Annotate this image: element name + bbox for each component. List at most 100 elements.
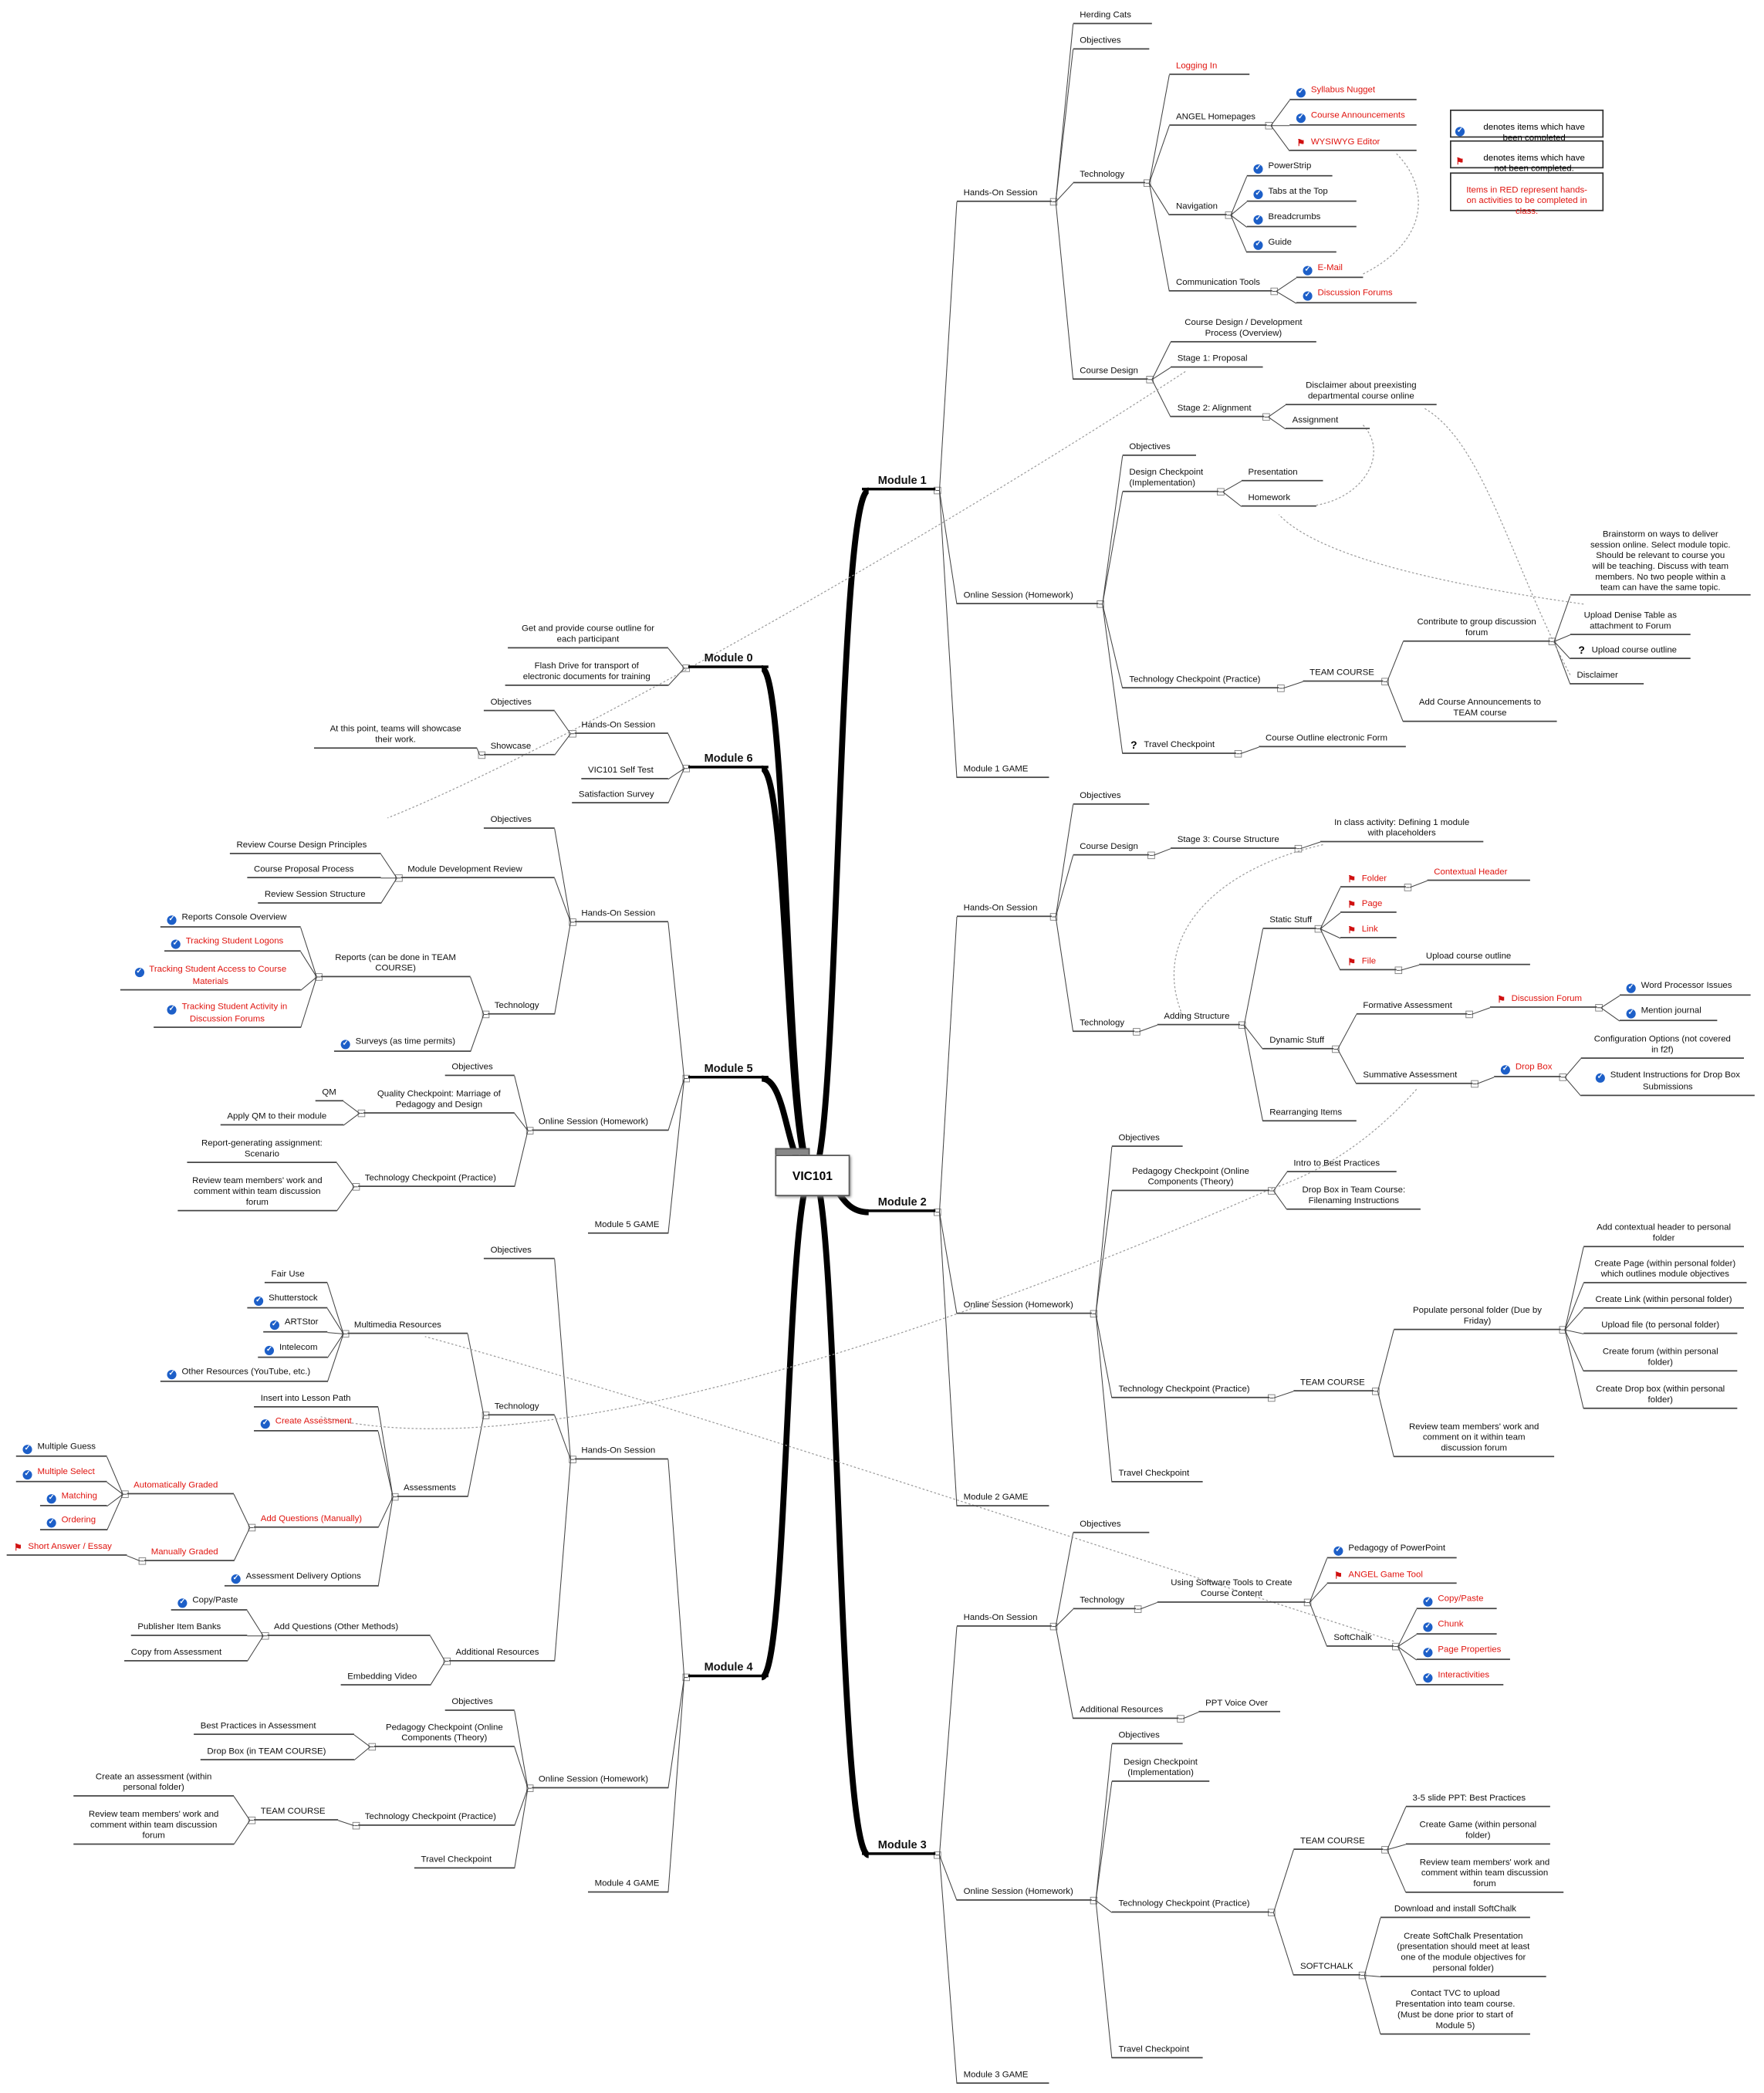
topic-contribute-to-group-discussion-forum[interactable]: Contribute to group discussion forum	[1403, 617, 1550, 642]
topic-at-this-point-teams-will-showcase-their-[interactable]: At this point, teams will showcase their…	[313, 725, 478, 749]
topic-contextual-header[interactable]: Contextual Header	[1427, 867, 1530, 881]
topic-create-link-within-personal-folder[interactable]: Create Link (within personal folder)	[1583, 1295, 1744, 1309]
topic-herding-cats[interactable]: Herding Cats	[1073, 11, 1152, 25]
topic-hands-on-session[interactable]: Hands-On Session	[956, 1613, 1052, 1627]
topic-satisfaction-survey[interactable]: Satisfaction Survey	[572, 790, 668, 803]
topic-technology-checkpoint-practice[interactable]: Technology Checkpoint (Practice)	[1111, 1385, 1270, 1398]
topic-team-course[interactable]: TEAM COURSE	[1293, 1378, 1374, 1391]
topic-objectives[interactable]: Objectives	[1073, 1520, 1150, 1533]
topic-course-outline-electronic-form[interactable]: Course Outline electronic Form	[1259, 734, 1406, 748]
topic-travel-checkpoint[interactable]: ?Travel Checkpoint	[1122, 740, 1236, 754]
topic-apply-qm-to-their-module[interactable]: Apply QM to their module	[220, 1112, 344, 1126]
central-topic[interactable]: VIC101	[775, 1155, 850, 1196]
topic-using-software-tools-to-create-course-co[interactable]: Using Software Tools to Create Course Co…	[1157, 1579, 1306, 1603]
topic-e-mail[interactable]: ✓E-Mail	[1296, 263, 1364, 279]
topic-drop-box-in-team-course[interactable]: Drop Box (in TEAM COURSE)	[200, 1747, 354, 1760]
topic-rearranging-items[interactable]: Rearranging Items	[1262, 1108, 1357, 1121]
topic-communication-tools[interactable]: Communication Tools	[1169, 278, 1272, 292]
topic-dynamic-stuff[interactable]: Dynamic Stuff	[1262, 1036, 1334, 1050]
topic-pedagogy-checkpoint-online-components-th[interactable]: Pedagogy Checkpoint (Online Components (…	[373, 1723, 515, 1747]
module-module-0[interactable]: Module 0	[688, 651, 769, 668]
topic-breadcrumbs[interactable]: ✓Breadcrumbs	[1246, 212, 1357, 228]
topic-vic101-self-test[interactable]: VIC101 Self Test	[581, 766, 668, 779]
topic-create-drop-box-within-personal-folder[interactable]: Create Drop box (within personal folder)	[1583, 1385, 1738, 1409]
topic-create-forum-within-personal-folder[interactable]: Create forum (within personal folder)	[1583, 1347, 1738, 1371]
topic-hands-on-session[interactable]: Hands-On Session	[574, 721, 668, 734]
topic-add-contextual-header-to-personal-folder[interactable]: Add contextual header to personal folder	[1583, 1223, 1744, 1247]
topic-objectives[interactable]: Objectives	[1122, 442, 1196, 456]
topic-travel-checkpoint[interactable]: Travel Checkpoint	[414, 1855, 515, 1869]
topic-team-course[interactable]: TEAM COURSE	[1293, 1837, 1384, 1850]
topic-stage-3-course-structure[interactable]: Stage 3: Course Structure	[1171, 836, 1296, 849]
topic-objectives[interactable]: Objectives	[444, 1698, 515, 1711]
topic-disclaimer-about-preexisting-departmenta[interactable]: Disclaimer about preexisting departmenta…	[1285, 381, 1437, 405]
topic-reports-can-be-done-in-team-course[interactable]: Reports (can be done in TEAM COURSE)	[320, 953, 471, 977]
topic-design-checkpoint-implementation[interactable]: Design Checkpoint (Implementation)	[1122, 468, 1219, 492]
topic-page[interactable]: ⚑Page	[1340, 900, 1397, 913]
topic-multiple-select[interactable]: ✓Multiple Select	[15, 1468, 107, 1483]
topic-assessments[interactable]: Assessments	[397, 1483, 468, 1497]
topic-travel-checkpoint[interactable]: Travel Checkpoint	[1111, 1469, 1203, 1483]
topic-student-instructions-for-drop-box-submis[interactable]: ✓Student Instructions for Drop Box Submi…	[1580, 1070, 1755, 1097]
topic-publisher-item-banks[interactable]: Publisher Item Banks	[130, 1623, 248, 1636]
topic-short-answer-essay[interactable]: ⚑Short Answer / Essay	[6, 1542, 127, 1556]
topic-ppt-voice-over[interactable]: PPT Voice Over	[1198, 1699, 1281, 1713]
topic-automatically-graded[interactable]: Automatically Graded	[127, 1481, 235, 1495]
topic-module-4-game[interactable]: Module 4 GAME	[587, 1879, 668, 1893]
topic-other-resources-youtube-etc[interactable]: ✓Other Resources (YouTube, etc.)	[160, 1368, 328, 1382]
topic-technology[interactable]: Technology	[1073, 1019, 1135, 1032]
topic-link[interactable]: ⚑Link	[1340, 925, 1397, 938]
topic-drop-box-in-team-course-filenaming-instr[interactable]: Drop Box in Team Course: Filenaming Inst…	[1286, 1185, 1421, 1210]
topic-wysiwyg-editor[interactable]: ⚑WYSIWYG Editor	[1289, 137, 1417, 151]
topic-stage-1-proposal[interactable]: Stage 1: Proposal	[1171, 354, 1263, 368]
topic-interactivities[interactable]: ✓Interactivities	[1416, 1671, 1504, 1686]
topic-mention-journal[interactable]: ✓Mention journal	[1619, 1006, 1718, 1022]
topic-drop-box[interactable]: ✓Drop Box	[1494, 1063, 1561, 1077]
topic-fair-use[interactable]: Fair Use	[264, 1270, 328, 1283]
topic-technology[interactable]: Technology	[488, 1001, 555, 1015]
topic-intelecom[interactable]: ✓Intelecom	[258, 1343, 328, 1358]
topic-hands-on-session[interactable]: Hands-On Session	[574, 1446, 668, 1460]
topic-create-page-within-personal-folder-which[interactable]: Create Page (within personal folder) whi…	[1583, 1260, 1747, 1283]
topic-additional-resources[interactable]: Additional Resources	[448, 1648, 555, 1662]
topic-tabs-at-the-top[interactable]: ✓Tabs at the Top	[1246, 187, 1357, 202]
module-module-3[interactable]: Module 3	[862, 1838, 936, 1855]
topic-technology[interactable]: Technology	[1073, 170, 1146, 184]
topic-flash-drive-for-transport-of-electronic-[interactable]: Flash Drive for transport of electronic …	[505, 662, 668, 686]
topic-multiple-guess[interactable]: ✓Multiple Guess	[15, 1442, 107, 1457]
topic-reports-console-overview[interactable]: ✓Reports Console Overview	[160, 913, 301, 928]
topic-tracking-student-access-to-course-materi[interactable]: ✓Tracking Student Access to Course Mater…	[120, 965, 301, 991]
topic-contact-tvc-to-upload-presentation-into-[interactable]: Contact TVC to upload Presentation into …	[1380, 1990, 1530, 2034]
topic-quality-checkpoint-marriage-of-pedagogy-[interactable]: Quality Checkpoint: Marriage of Pedagogy…	[363, 1090, 515, 1114]
topic-module-1-game[interactable]: Module 1 GAME	[956, 765, 1049, 778]
topic-in-class-activity-defining-1-module-with[interactable]: In class activity: Defining 1 module wit…	[1320, 818, 1484, 843]
topic-travel-checkpoint[interactable]: Travel Checkpoint	[1111, 2045, 1203, 2058]
topic-intro-to-best-practices[interactable]: Intro to Best Practices	[1286, 1159, 1397, 1172]
topic-discussion-forum[interactable]: ⚑Discussion Forum	[1489, 994, 1597, 1008]
topic-add-questions-other-methods[interactable]: Add Questions (Other Methods)	[267, 1623, 431, 1636]
topic-disclaimer[interactable]: Disclaimer	[1570, 671, 1644, 685]
topic-online-session-homework[interactable]: Online Session (Homework)	[532, 1118, 668, 1131]
topic-upload-denise-table-as-attachment-to-for[interactable]: Upload Denise Table as attachment to For…	[1570, 611, 1691, 635]
topic-assessment-delivery-options[interactable]: ✓Assessment Delivery Options	[224, 1572, 379, 1587]
module-module-2[interactable]: Module 2	[862, 1195, 936, 1212]
topic-get-and-provide-course-outline-for-each-[interactable]: Get and provide course outline for each …	[508, 624, 668, 648]
topic-ordering[interactable]: ✓Ordering	[39, 1516, 107, 1530]
topic-course-design[interactable]: Course Design	[1073, 367, 1148, 380]
topic-tracking-student-activity-in-discussion-[interactable]: ✓Tracking Student Activity in Discussion…	[154, 1003, 301, 1028]
topic-report-generating-assignment-scenario[interactable]: Report-generating assignment: Scenario	[187, 1139, 337, 1163]
topic-review-team-members-work-and-comment-wit[interactable]: Review team members' work and comment wi…	[177, 1176, 337, 1212]
module-module-4[interactable]: Module 4	[688, 1660, 769, 1678]
topic-best-practices-in-assessment[interactable]: Best Practices in Assessment	[194, 1722, 354, 1735]
topic-softchalk[interactable]: SOFTCHALK	[1293, 1962, 1360, 1976]
topic-hands-on-session[interactable]: Hands-On Session	[956, 904, 1052, 918]
topic-hands-on-session[interactable]: Hands-On Session	[574, 909, 668, 922]
topic-objectives[interactable]: Objectives	[1073, 791, 1150, 805]
topic-create-game-within-personal-folder[interactable]: Create Game (within personal folder)	[1405, 1821, 1550, 1844]
topic-team-course[interactable]: TEAM COURSE	[254, 1807, 339, 1821]
topic-copy-paste[interactable]: ✓Copy/Paste	[1416, 1594, 1497, 1610]
topic-objectives[interactable]: Objectives	[1111, 1731, 1183, 1744]
topic-guide[interactable]: ✓Guide	[1246, 238, 1337, 253]
topic-surveys-as-time-permits[interactable]: ✓Surveys (as time permits)	[333, 1037, 471, 1052]
topic-3-5-slide-ppt-best-practices[interactable]: 3-5 slide PPT: Best Practices	[1405, 1794, 1550, 1807]
